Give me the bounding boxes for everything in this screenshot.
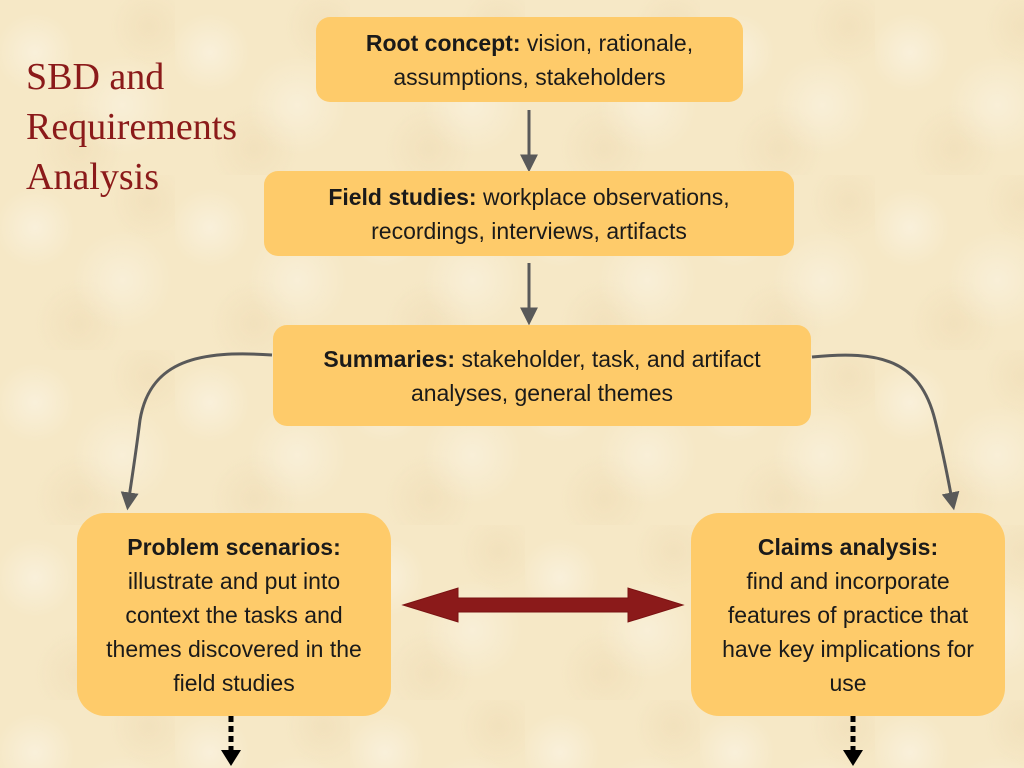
double-arrow-problem-claims [401,587,685,623]
field-studies-text: workplace observations, recordings, inte… [371,183,730,244]
title-line-1: SBD and [26,56,165,98]
root-concept-heading: Root concept: [365,29,527,56]
arrow-summaries-to-problem [120,352,273,511]
claims-analysis-text: find and incorporate features of practic… [722,567,974,696]
claims-analysis-box: Claims analysis: find and incorporate fe… [691,513,1005,716]
problem-scenarios-heading: Problem scenarios: [127,533,341,560]
title-line-2: Requirements [26,106,238,148]
root-concept-box: Root concept: vision, rationale, assumpt… [316,17,743,102]
arrow-summaries-to-claims [811,353,960,511]
root-concept-text: vision, rationale, assumptions, stakehol… [393,29,694,90]
dotted-arrowhead-problem [221,750,241,766]
title-line-3: Analysis [26,156,159,198]
problem-scenarios-box: Problem scenarios: illustrate and put in… [77,513,391,716]
summaries-heading: Summaries: [323,345,462,372]
field-studies-box: Field studies: workplace observations, r… [264,171,794,256]
summaries-text: stakeholder, task, and artifact analyses… [410,345,761,406]
field-studies-heading: Field studies: [328,183,483,210]
slide-title: SBD and Requirements Analysis [26,52,296,202]
problem-scenarios-text: illustrate and put into context the task… [106,567,362,696]
dotted-arrowhead-claims [843,750,863,766]
claims-analysis-heading: Claims analysis: [757,533,939,560]
summaries-box: Summaries: stakeholder, task, and artifa… [273,325,811,426]
